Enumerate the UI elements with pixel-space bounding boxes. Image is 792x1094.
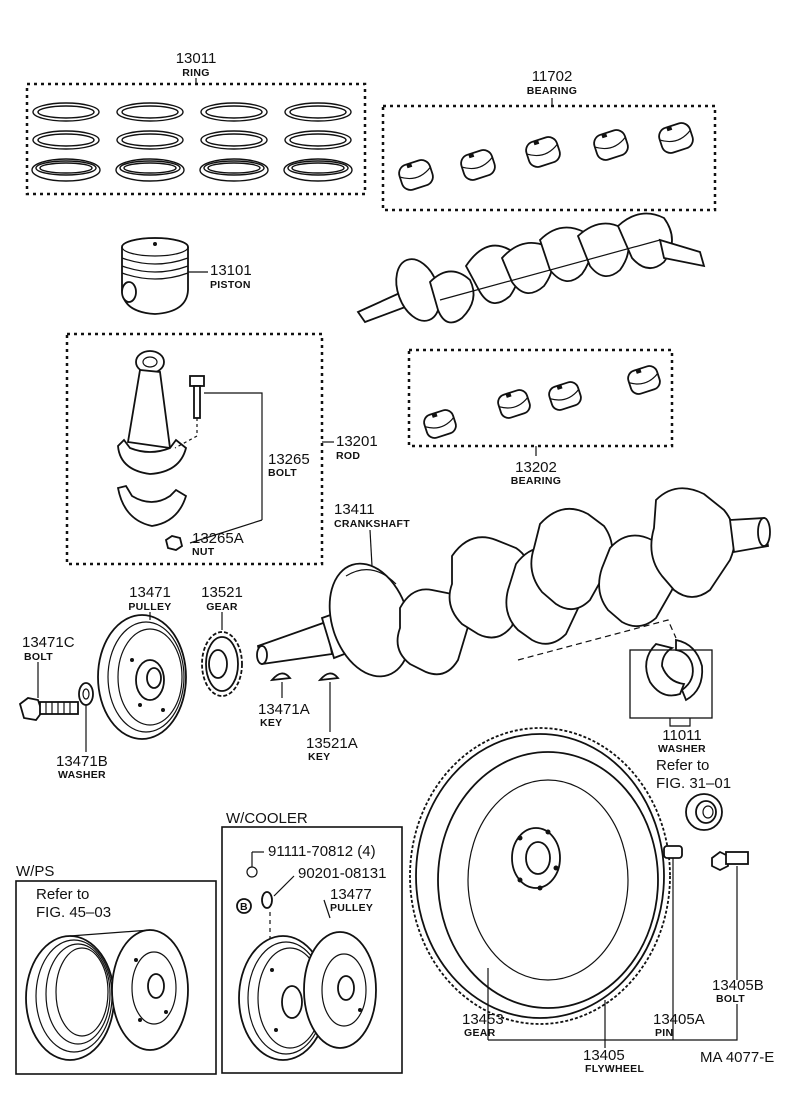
- callout-13521A-name: KEY: [308, 751, 331, 763]
- callout-13265A-number: 13265A: [192, 530, 244, 547]
- rod-bearing-set: [407, 348, 674, 456]
- callout-13453-number: 13453: [462, 1011, 504, 1028]
- callout-13471-name: PULLEY: [128, 601, 171, 613]
- callout-13405A-number: 13405A: [653, 1011, 705, 1028]
- callout-13405B-name: BOLT: [716, 993, 745, 1005]
- callout-13202-name: BEARING: [511, 475, 562, 487]
- callout-13521-number: 13521: [201, 584, 243, 601]
- crankshaft: [256, 487, 771, 727]
- callout-13101-number: 13101: [210, 262, 252, 279]
- callout-13405-name: FLYWHEEL: [585, 1063, 644, 1075]
- figure-code: MA 4077-E: [700, 1049, 774, 1066]
- w-cooler-pulley-group: B: [236, 851, 377, 1061]
- power-steering-pulley: [25, 929, 189, 1061]
- main-bearing-set: [381, 98, 717, 212]
- crankshaft-upper-view: [356, 212, 706, 324]
- marker-b: B: [240, 901, 248, 913]
- reference-fig-31-line2: FIG. 31–01: [656, 775, 731, 792]
- callout-13405-number: 13405: [583, 1047, 625, 1064]
- reference-fig-45-line2: FIG. 45–03: [36, 904, 111, 921]
- crankshaft-timing-gear: [201, 612, 243, 697]
- callout-13521A-number: 13521A: [306, 735, 358, 752]
- w-cooler-title: W/COOLER: [226, 810, 308, 827]
- callout-13411-number: 13411: [334, 501, 375, 518]
- connecting-rod-assembly: [65, 332, 334, 566]
- callout-13477-name: PULLEY: [330, 902, 373, 914]
- callout-13471C-number: 13471C: [22, 634, 75, 651]
- callout-13471B-name: WASHER: [58, 769, 106, 781]
- callout-13201-number: 13201: [336, 433, 378, 450]
- pulley-bolt-and-washer: [18, 662, 94, 752]
- callout-13201-name: ROD: [336, 450, 360, 462]
- callout-13411-name: CRANKSHAFT: [334, 518, 410, 530]
- flywheel-with-ring-gear: [409, 727, 749, 1048]
- callout-13202-number: 13202: [515, 459, 557, 476]
- callout-13265-name: BOLT: [268, 467, 297, 479]
- callout-91111-number: 91111-70812 (4): [268, 843, 376, 860]
- reference-fig-31-line1: Refer to: [656, 757, 709, 774]
- reference-fig-45-line1: Refer to: [36, 886, 89, 903]
- callout-13265A-name: NUT: [192, 546, 215, 558]
- callout-13471B-number: 13471B: [56, 753, 108, 770]
- callout-90201-number: 90201-08131: [298, 865, 386, 882]
- callout-13011-name: RING: [182, 67, 209, 79]
- piston-ring-set: [25, 78, 367, 196]
- callout-13477-number: 13477: [330, 886, 372, 903]
- woodruff-keys: [269, 672, 340, 732]
- callout-13521-name: GEAR: [206, 601, 238, 613]
- w-cooler-panel: [221, 826, 403, 1074]
- callout-11011-number: 11011: [662, 727, 702, 744]
- w-ps-panel: [15, 880, 217, 1075]
- w-ps-title: W/PS: [16, 863, 54, 880]
- piston: [121, 237, 208, 315]
- pilot-bearing: [685, 793, 723, 831]
- callout-13471A-name: KEY: [260, 717, 283, 729]
- callout-13405A-name: PIN: [655, 1027, 673, 1039]
- callout-13405B-number: 13405B: [712, 977, 764, 994]
- callout-13471A-number: 13471A: [258, 701, 310, 718]
- callout-11702-name: BEARING: [527, 85, 578, 97]
- callout-11011-name: WASHER: [658, 743, 706, 755]
- crankshaft-pulley: [97, 612, 187, 740]
- callout-13011-number: 13011: [176, 50, 217, 67]
- callout-13101-name: PISTON: [210, 279, 251, 291]
- callout-13471C-name: BOLT: [24, 651, 53, 663]
- callout-13265-number: 13265: [268, 451, 310, 468]
- callout-11702-number: 11702: [532, 68, 573, 85]
- callout-13453-name: GEAR: [464, 1027, 496, 1039]
- callout-13471-number: 13471: [129, 584, 171, 601]
